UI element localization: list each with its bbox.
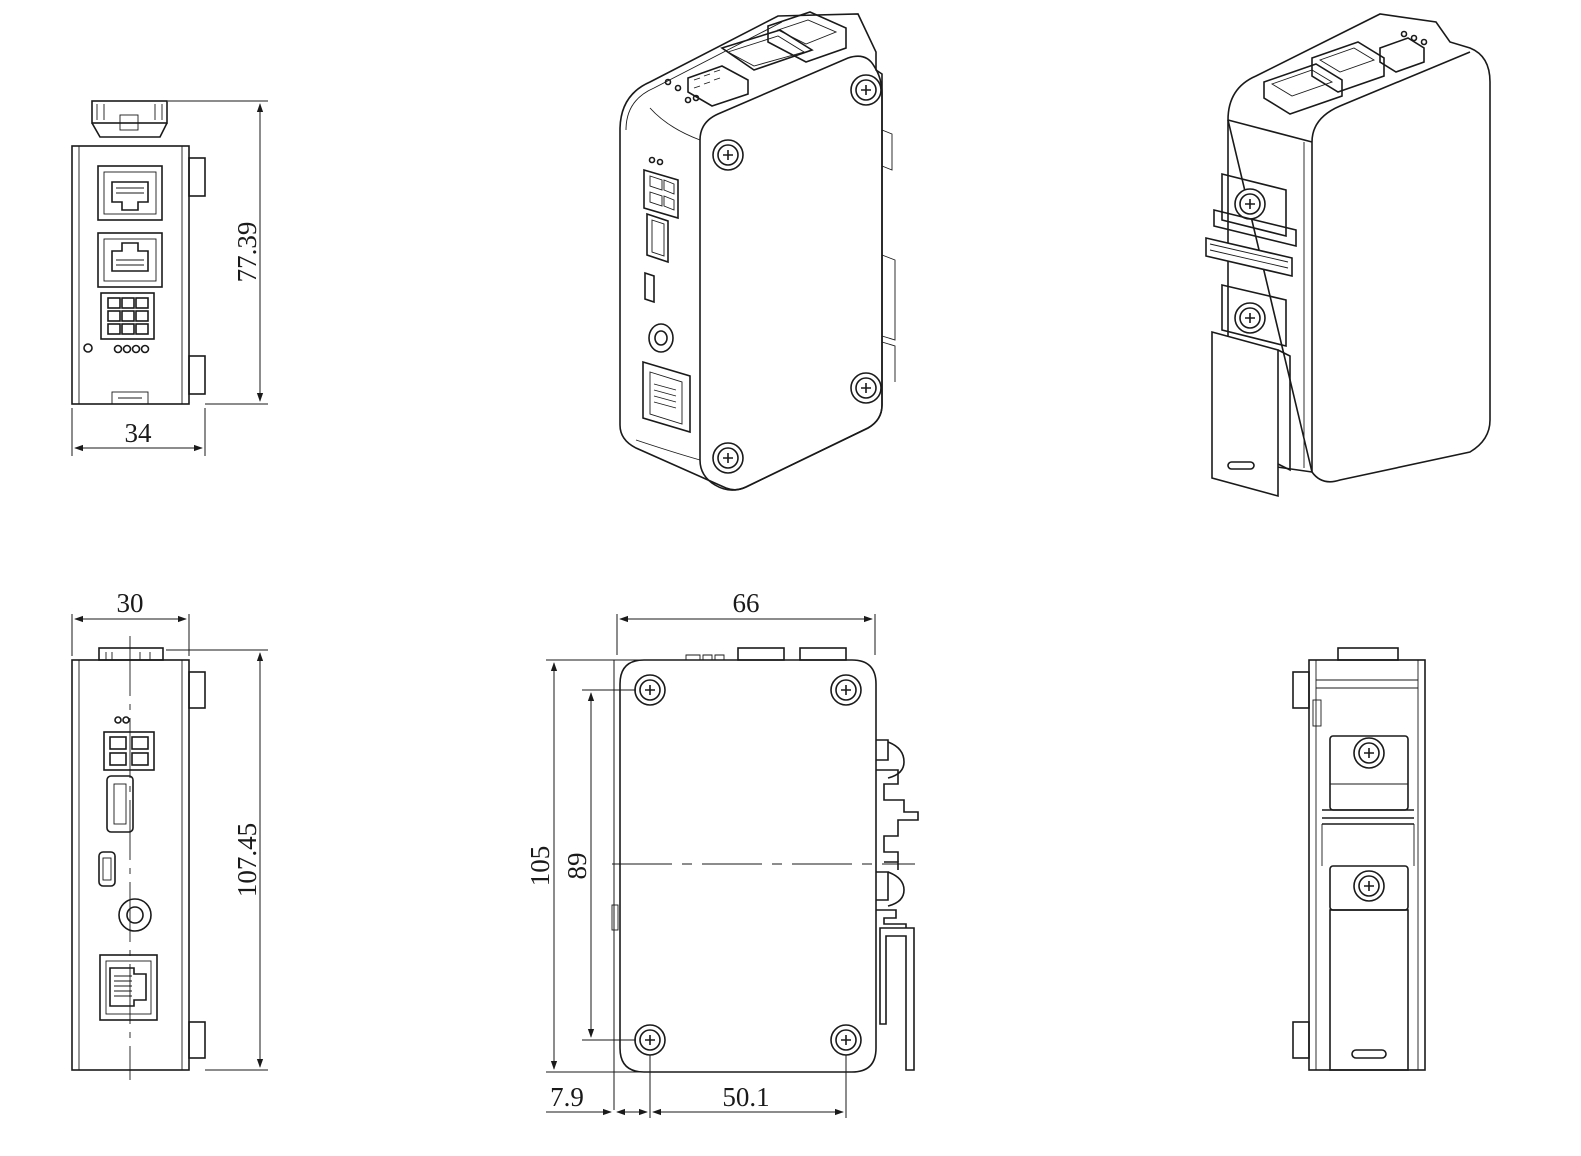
terminal-block <box>100 292 155 340</box>
ethernet-port-1 <box>97 165 163 221</box>
dim-hole-spacing-horizontal: 50.1 <box>722 1082 769 1112</box>
iso-din-clip <box>1205 172 1297 498</box>
mount-hole-bottom-left <box>634 1024 666 1056</box>
dim-width-front: 30 <box>117 588 144 618</box>
dim-height-side: 105 <box>525 846 555 887</box>
iso-front-ports <box>642 156 691 434</box>
front-view <box>71 647 206 1071</box>
ethernet-port-2 <box>97 232 163 288</box>
mount-hole-bottom-right <box>830 1024 862 1056</box>
mount-hole-top-right <box>830 674 862 706</box>
front-ethernet-port <box>99 954 158 1021</box>
side-view-dimensions: 66 105 89 7.9 50.1 <box>525 588 876 1118</box>
dim-height-top: 77.39 <box>232 222 262 283</box>
usb-port <box>106 775 134 833</box>
mount-hole-top-left <box>634 674 666 706</box>
iso-top-ports <box>664 11 847 107</box>
iso-back-top-ports <box>1263 30 1428 115</box>
front-view-dimensions: 30 107.45 <box>71 588 268 1071</box>
side-din-rail-clip <box>876 739 919 1071</box>
micro-usb-port <box>98 851 116 887</box>
back-view <box>1292 647 1426 1071</box>
side-view <box>611 647 919 1110</box>
top-view-dimensions: 77.39 34 <box>71 100 268 456</box>
isometric-back-view <box>1205 13 1491 498</box>
dim-offset: 7.9 <box>550 1082 584 1112</box>
audio-jack <box>118 898 152 932</box>
dim-hole-spacing-vertical: 89 <box>562 853 592 880</box>
power-terminal <box>103 731 155 771</box>
top-view <box>71 100 206 405</box>
dim-width-top: 34 <box>125 418 153 448</box>
dim-height-front: 107.45 <box>232 823 262 897</box>
isometric-front-view <box>619 11 896 491</box>
dim-width-side: 66 <box>733 588 760 618</box>
